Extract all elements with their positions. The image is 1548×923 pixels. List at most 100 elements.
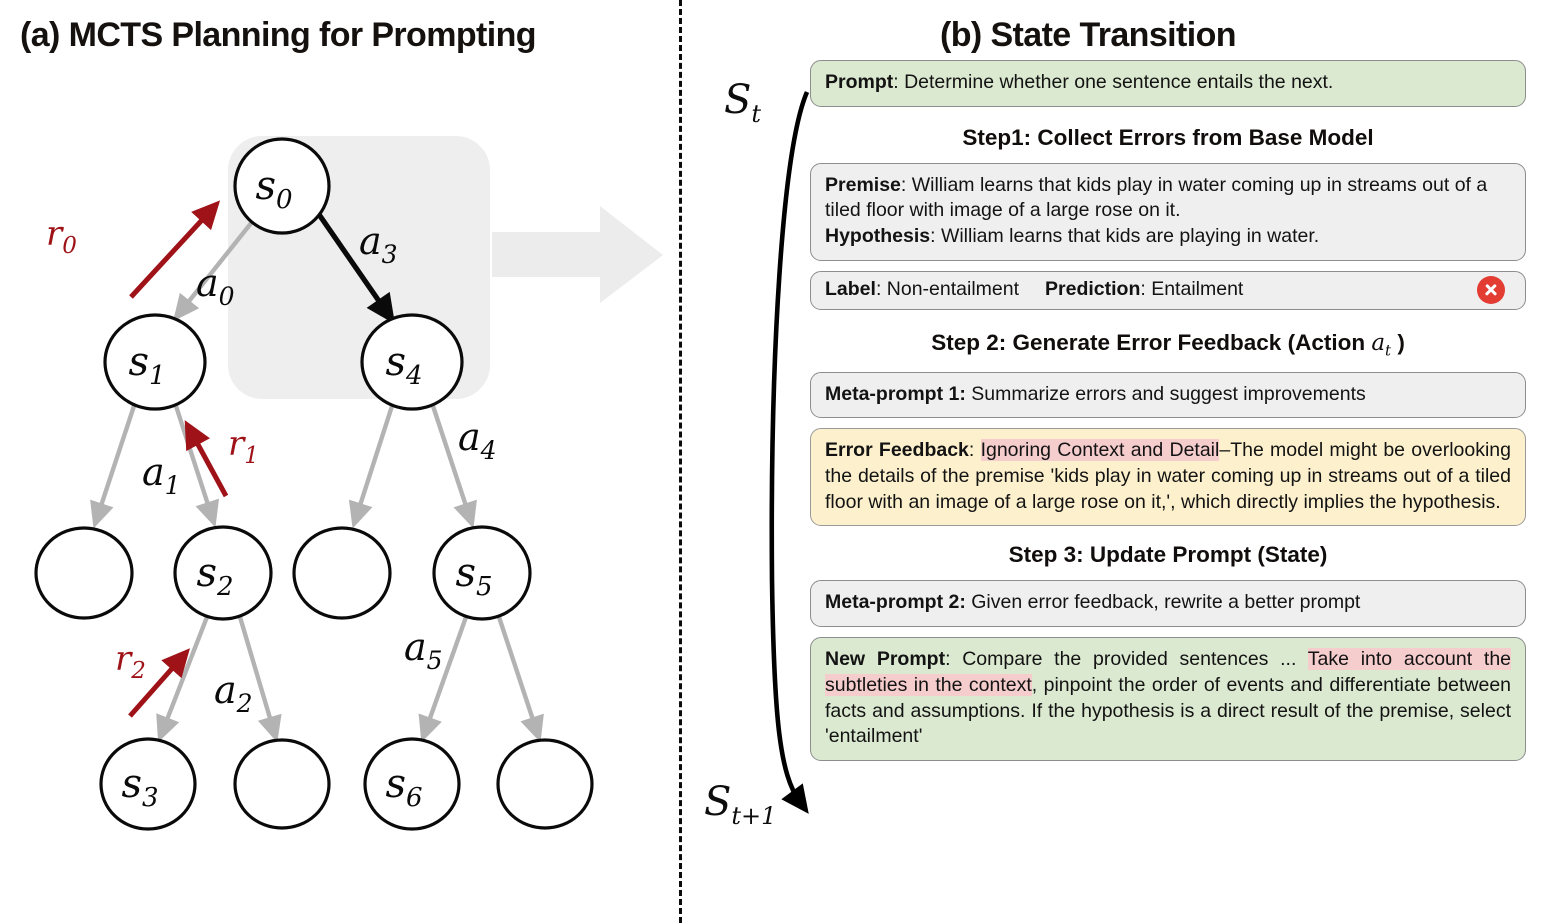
step2-action-base: a xyxy=(1371,329,1386,356)
node-label-s0-sub: 0 xyxy=(276,185,293,215)
tree-node-empty-4[interactable] xyxy=(496,738,594,830)
tree-node-s2[interactable] xyxy=(173,525,273,621)
node-label-s1-sub: 1 xyxy=(149,361,166,391)
step2-heading: Step 2: Generate Error Feedback (Action … xyxy=(810,330,1526,360)
node-label-s5-base: s xyxy=(455,550,476,596)
state-st-sub: t xyxy=(751,100,762,128)
svg-text:a3: a3 xyxy=(359,219,398,269)
state-st-base: S xyxy=(724,77,752,123)
tree-node-s4[interactable] xyxy=(360,313,464,411)
step2-action-symbol: at xyxy=(1371,329,1391,360)
feedback-highlight: Ignoring Context and Detail xyxy=(980,439,1220,462)
svg-text:a0: a0 xyxy=(196,261,235,311)
tree-node-empty-1[interactable] xyxy=(34,526,134,620)
premise-text: : William learns that kids play in water… xyxy=(825,173,1488,222)
action-label-a5-base: a xyxy=(404,625,427,669)
action-label-a0-base: a xyxy=(196,261,219,305)
newprompt-pre: : Compare the provided sentences ... xyxy=(945,648,1308,671)
reward-label-r2-sub: 2 xyxy=(130,658,146,684)
node-label-s6-base: s xyxy=(385,761,406,807)
tree-node-s0[interactable] xyxy=(233,137,331,235)
feedback-lead: Error Feedback xyxy=(825,439,969,462)
svg-text:s3: s3 xyxy=(121,761,158,813)
hypothesis-lead: Hypothesis xyxy=(825,225,931,248)
state-transition-panel: St St+1 Prompt: Determine whether one se… xyxy=(700,60,1548,923)
selected-edge-a3 xyxy=(315,211,396,325)
meta-prompt-1-box[interactable]: Meta-prompt 1: Summarize errors and sugg… xyxy=(810,371,1526,419)
feedback-rest: –The model might be overlooking the deta… xyxy=(825,439,1511,513)
newprompt-lead: New Prompt xyxy=(825,648,946,671)
action-label-a5-sub: 5 xyxy=(427,646,443,675)
svg-text:s6: s6 xyxy=(385,761,422,813)
svg-text:a4: a4 xyxy=(458,415,497,465)
tree-node-s6[interactable] xyxy=(363,737,461,831)
svg-text:a2: a2 xyxy=(214,668,253,718)
meta-prompt-2-box[interactable]: Meta-prompt 2: Given error feedback, rew… xyxy=(810,580,1526,628)
node-label-s4-sub: 4 xyxy=(405,361,423,391)
tree-node-labels: s0 s1 s4 s2 s5 s3 s6 xyxy=(121,163,492,813)
reward-label-r0-sub: 0 xyxy=(62,233,77,259)
step1-heading: Step1: Collect Errors from Base Model xyxy=(962,124,1374,150)
node-label-s3-sub: 3 xyxy=(142,783,159,813)
action-label-a2-base: a xyxy=(214,668,237,712)
hypothesis-text: : William learns that kids are playing i… xyxy=(930,225,1320,248)
premise-lead: Premise xyxy=(825,173,901,196)
svg-text:s2: s2 xyxy=(196,550,233,602)
action-label-a2-sub: 2 xyxy=(236,689,253,718)
reward-label-r2-base: r xyxy=(115,639,133,679)
node-label-s6-sub: 6 xyxy=(406,783,423,813)
svg-text:r2: r2 xyxy=(115,639,146,684)
action-label-a1-sub: 1 xyxy=(165,471,181,500)
action-label-a3-base: a xyxy=(359,219,382,263)
tree-action-labels: a0 a3 a1 a4 a2 a5 xyxy=(142,219,497,718)
tree-node-empty-2[interactable] xyxy=(292,526,392,620)
tree-nodes xyxy=(34,137,594,831)
step2-action-sub: t xyxy=(1385,341,1392,360)
label-lead: Label xyxy=(825,278,876,301)
panel-a-title: (a) MCTS Planning for Prompting xyxy=(20,16,537,54)
newprompt-rest: , pinpoint the order of events and diffe… xyxy=(825,673,1512,748)
mcts-tree-panel: s0 s1 s4 s2 s5 s3 s6 a0 a3 a1 a4 a2 a5 r… xyxy=(0,0,679,923)
action-label-a3-sub: 3 xyxy=(382,240,398,269)
svg-text:s0: s0 xyxy=(255,163,292,215)
svg-text:r0: r0 xyxy=(46,214,77,259)
tree-node-s3[interactable] xyxy=(99,737,197,831)
svg-text:s1: s1 xyxy=(128,339,165,391)
panel-b-title: (b) State Transition xyxy=(940,16,1237,54)
prompt-box[interactable]: Prompt: Determine whether one sentence e… xyxy=(810,60,1526,107)
prompt-text: : Determine whether one sentence entails… xyxy=(893,71,1334,93)
step2-heading-suffix: ) xyxy=(1391,329,1405,355)
reward-label-r1-sub: 1 xyxy=(244,443,259,469)
meta2-lead: Meta-prompt 2: xyxy=(825,591,966,614)
svg-text:s5: s5 xyxy=(455,550,492,602)
node-label-s1-base: s xyxy=(128,339,149,385)
tree-node-s1[interactable] xyxy=(103,313,207,411)
action-label-a4-sub: 4 xyxy=(480,436,497,465)
node-label-s5-sub: 5 xyxy=(476,572,493,602)
error-x-icon xyxy=(1477,275,1505,304)
state-transition-arrow-path xyxy=(769,91,810,814)
meta2-text: Given error feedback, rewrite a better p… xyxy=(965,591,1361,614)
svg-text:a5: a5 xyxy=(404,625,443,675)
feedback-colon: : xyxy=(968,439,981,462)
prompt-lead: Prompt xyxy=(825,71,894,93)
node-label-s2-sub: 2 xyxy=(216,572,234,602)
error-feedback-box[interactable]: Error Feedback: Ignoring Context and Det… xyxy=(810,428,1526,527)
svg-text:s4: s4 xyxy=(385,339,422,391)
state-st1-sub: t+1 xyxy=(731,802,777,830)
new-prompt-box[interactable]: New Prompt: Compare the provided sentenc… xyxy=(810,637,1526,762)
state-label-st1: St+1 xyxy=(704,779,776,830)
step3-heading: Step 3: Update Prompt (State) xyxy=(1008,542,1328,568)
meta1-lead: Meta-prompt 1: xyxy=(825,382,966,405)
node-label-s0-base: s xyxy=(255,163,276,209)
svg-text:r1: r1 xyxy=(228,424,259,469)
panel-divider xyxy=(679,0,682,923)
meta1-text: Summarize errors and suggest improvement… xyxy=(965,382,1366,405)
action-label-a4-base: a xyxy=(458,415,481,459)
node-label-s4-base: s xyxy=(385,339,406,385)
premise-hypothesis-box[interactable]: Premise: William learns that kids play i… xyxy=(810,162,1526,261)
tree-node-empty-3[interactable] xyxy=(233,738,331,830)
tree-node-s5[interactable] xyxy=(432,525,532,621)
prediction-lead: Prediction xyxy=(1045,278,1141,301)
